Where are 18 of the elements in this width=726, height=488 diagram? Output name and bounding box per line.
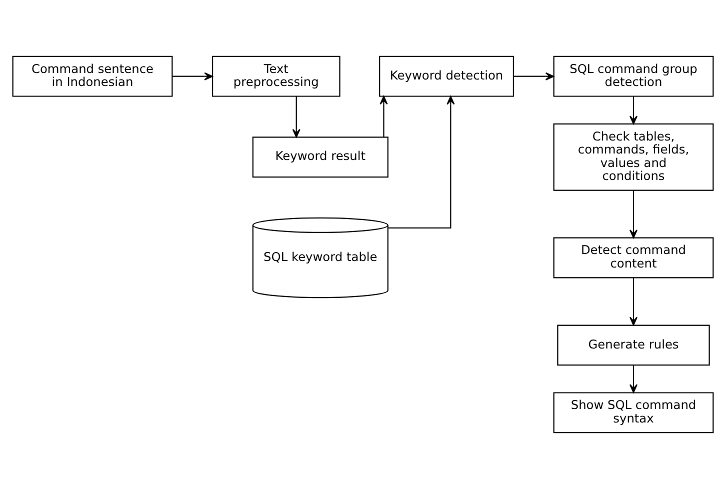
node-box: Keyword result (252, 136, 388, 178)
node-box: Generate rules (557, 324, 710, 366)
arrow (514, 72, 554, 80)
node-box: Text preprocessing (212, 55, 340, 96)
arrow (388, 95, 455, 228)
arrow (172, 72, 213, 80)
arrow (629, 190, 638, 238)
node-box: Detect command content (553, 236, 714, 278)
node-box: Keyword detection (379, 55, 514, 96)
arrow (629, 96, 638, 124)
arrow (629, 364, 638, 392)
arrow (629, 278, 638, 326)
node-box: Show SQL command syntax (553, 392, 714, 433)
node-box: SQL command group detection (553, 55, 714, 96)
node-box: Check tables, commands, fields, values and conditions (553, 122, 714, 190)
node-box: Command sentence in Indonesian (12, 55, 173, 96)
arrow (292, 96, 300, 138)
arrow (380, 95, 388, 137)
